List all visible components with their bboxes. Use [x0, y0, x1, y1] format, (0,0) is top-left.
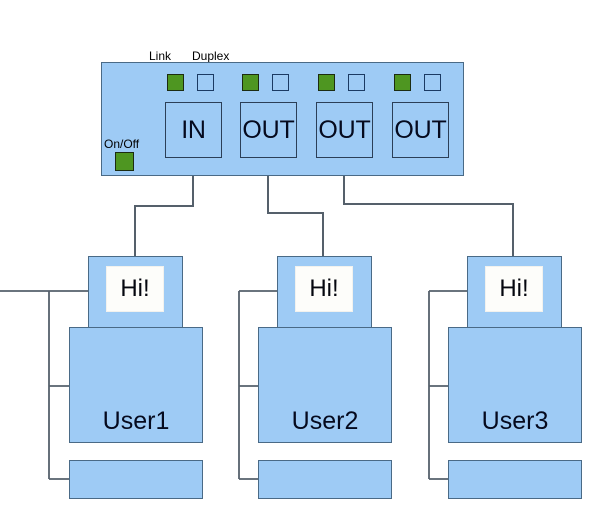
user3-screen-text: Hi! — [499, 275, 529, 302]
link-led-port-2 — [242, 74, 259, 91]
cable-out3-to-user3 — [343, 176, 514, 258]
user2-tower[interactable]: User2 — [258, 327, 392, 443]
cable-in-to-user1 — [134, 176, 194, 258]
user2-screen-text: Hi! — [309, 275, 339, 302]
duplex-led-port-4 — [424, 74, 441, 91]
switch-port-1-label: IN — [181, 115, 206, 144]
user1-screen-text: Hi! — [120, 275, 150, 302]
link-label: Link — [149, 49, 172, 63]
user3-screen: Hi! — [485, 266, 543, 312]
user2-screen: Hi! — [295, 266, 353, 312]
switch-port-4[interactable]: OUT — [392, 102, 449, 158]
user2-keyboard[interactable] — [258, 460, 392, 499]
switch-port-3[interactable]: OUT — [316, 102, 373, 158]
user1-label: User1 — [102, 407, 170, 435]
user1-monitor[interactable]: Hi! — [88, 256, 183, 328]
link-led-port-1 — [167, 74, 184, 91]
user1-keyboard[interactable] — [69, 460, 203, 499]
switch-port-4-label: OUT — [394, 115, 447, 144]
switch-port-2-label: OUT — [242, 115, 295, 144]
power-label: On/Off — [104, 137, 140, 151]
switch-port-3-label: OUT — [318, 115, 371, 144]
user2-label: User2 — [291, 407, 359, 435]
duplex-led-port-2 — [272, 74, 289, 91]
user1-tower[interactable]: User1 — [69, 327, 203, 443]
user3-monitor[interactable]: Hi! — [467, 256, 562, 328]
user3-keyboard[interactable] — [448, 460, 582, 499]
switch-port-1[interactable]: IN — [165, 102, 222, 158]
user3-tower[interactable]: User3 — [448, 327, 582, 443]
link-led-port-4 — [394, 74, 411, 91]
user3-label: User3 — [481, 407, 549, 435]
switch-port-2[interactable]: OUT — [240, 102, 297, 158]
power-led[interactable] — [115, 152, 134, 171]
user2-monitor[interactable]: Hi! — [277, 256, 372, 328]
user1-screen: Hi! — [106, 266, 164, 312]
link-led-port-3 — [318, 74, 335, 91]
duplex-led-port-3 — [348, 74, 365, 91]
duplex-label: Duplex — [192, 49, 230, 63]
cable-out2-to-user2 — [267, 176, 324, 258]
duplex-led-port-1 — [197, 74, 214, 91]
